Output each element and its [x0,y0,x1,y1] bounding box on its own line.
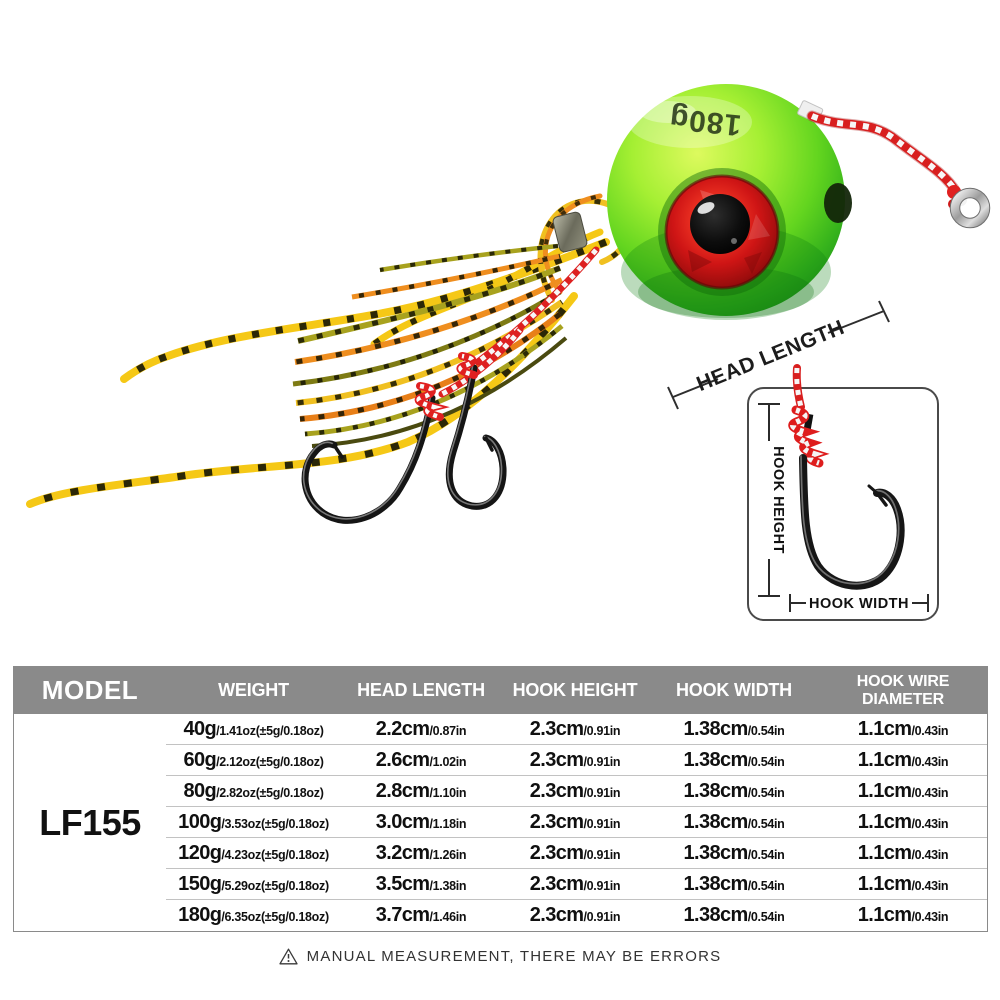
product-photo: 180g HEAD LENGTH [26,84,991,621]
assist-knot [414,352,478,421]
wire-cell: 1.1cm/0.43in [857,904,949,926]
wire-cell: 1.1cm/0.43in [857,872,949,895]
weight-cell: 40g/1.41oz(±5g/0.18oz) [183,717,324,740]
hook-height-cell: 2.3cm/0.91in [529,748,621,771]
hook-height-cell: 2.3cm/0.91in [529,717,621,740]
table-row: 100g/3.53oz(±5g/0.18oz) 3.0cm/1.18in 2.3… [166,807,987,838]
head-length-cell: 2.8cm/1.10in [375,779,467,802]
weight-cell: 100g/3.53oz(±5g/0.18oz) [178,810,329,833]
wire-cell: 1.1cm/0.43in [857,779,949,802]
header-hook-width: HOOK WIDTH [676,680,792,700]
table-row: 120g/4.23oz(±5g/0.18oz) 3.2cm/1.26in 2.3… [166,838,987,869]
lure-head: 180g [607,84,852,320]
hook-width-label: HOOK WIDTH [809,596,909,612]
measurement-note: MANUAL MEASUREMENT, THERE MAY BE ERRORS [0,948,1000,965]
model-cell: LF155 [39,801,141,843]
hook-height-measure: HOOK HEIGHT [758,403,786,597]
hook-width-measure: HOOK WIDTH [789,594,929,612]
hook-width-cell: 1.38cm/0.54in [683,841,785,864]
table-row: 150g/5.29oz(±5g/0.18oz) 3.5cm/1.38in 2.3… [166,869,987,900]
side-eye-spot [824,183,852,223]
head-length-cell: 3.0cm/1.18in [375,810,467,833]
header-hook-height: HOOK HEIGHT [512,680,638,700]
lure-eye [664,174,780,290]
hook-width-cell: 1.38cm/0.54in [683,748,785,771]
weight-cell: 150g/5.29oz(±5g/0.18oz) [178,872,329,895]
head-length-cell: 2.2cm/0.87in [375,717,467,740]
head-length-cell: 3.7cm/1.46in [375,904,467,926]
head-length-cell: 3.2cm/1.26in [375,841,467,864]
hook-height-label: HOOK HEIGHT [770,446,786,554]
hook-width-cell: 1.38cm/0.54in [683,779,785,802]
table-row: 80g/2.82oz(±5g/0.18oz) 2.8cm/1.10in 2.3c… [166,776,987,807]
wire-cell: 1.1cm/0.43in [857,748,949,771]
spec-table-header: MODEL WEIGHT HEAD LENGTH HOOK HEIGHT HOO… [14,667,987,714]
assist-rig [301,246,600,524]
head-length-cell: 2.6cm/1.02in [375,748,467,771]
hook-width-cell: 1.38cm/0.54in [683,904,785,926]
hook-width-cell: 1.38cm/0.54in [683,872,785,895]
weight-cell: 180g/6.35oz(±5g/0.18oz) [178,904,329,926]
weight-cell: 80g/2.82oz(±5g/0.18oz) [183,779,324,802]
hook-height-cell: 2.3cm/0.91in [529,779,621,802]
wire-cell: 1.1cm/0.43in [857,717,949,740]
hook-inset-box: HOOK HEIGHT HOOK WIDTH [747,364,939,621]
wire-cell: 1.1cm/0.43in [857,841,949,864]
inset-hook [799,454,905,590]
assist-hook-right [445,364,507,510]
skirt-collar [552,211,588,253]
skirt-fringe [292,243,568,448]
skirt [26,193,632,508]
hook-height-cell: 2.3cm/0.91in [529,872,621,895]
table-row: 180g/6.35oz(±5g/0.18oz) 3.7cm/1.46in 2.3… [166,900,987,931]
measurement-note-text: MANUAL MEASUREMENT, THERE MAY BE ERRORS [306,948,722,965]
header-hook-wire-diameter: HOOK WIRE DIAMETER [856,673,950,708]
table-row: 60g/2.12oz(±5g/0.18oz) 2.6cm/1.02in 2.3c… [166,745,987,776]
assist-hook-left [301,394,436,524]
spec-table-body: LF155 40g/1.41oz(±5g/0.18oz) 2.2cm/0.87i… [14,714,987,931]
weight-cell: 60g/2.12oz(±5g/0.18oz) [183,748,324,771]
hook-height-cell: 2.3cm/0.91in [529,841,621,864]
spec-table: MODEL WEIGHT HEAD LENGTH HOOK HEIGHT HOO… [13,666,988,932]
warning-icon [279,948,298,965]
inset-knot [788,364,830,468]
hook-height-cell: 2.3cm/0.91in [529,810,621,833]
header-head-length: HEAD LENGTH [357,680,485,700]
wire-cell: 1.1cm/0.43in [857,810,949,833]
head-length-label: HEAD LENGTH [693,316,847,396]
hook-height-cell: 2.3cm/0.91in [529,904,621,926]
table-row: 40g/1.41oz(±5g/0.18oz) 2.2cm/0.87in 2.3c… [166,714,987,745]
weight-print: 180g [667,101,742,141]
hook-width-cell: 1.38cm/0.54in [683,810,785,833]
header-weight: WEIGHT [218,680,289,700]
skirt-strand [26,292,578,508]
hook-width-cell: 1.38cm/0.54in [683,717,785,740]
header-model: MODEL [41,675,139,705]
weight-cell: 120g/4.23oz(±5g/0.18oz) [178,841,329,864]
leader-cord [797,100,991,229]
head-length-cell: 3.5cm/1.38in [375,872,467,895]
solid-ring [949,187,991,229]
eye-pupil [690,194,750,254]
